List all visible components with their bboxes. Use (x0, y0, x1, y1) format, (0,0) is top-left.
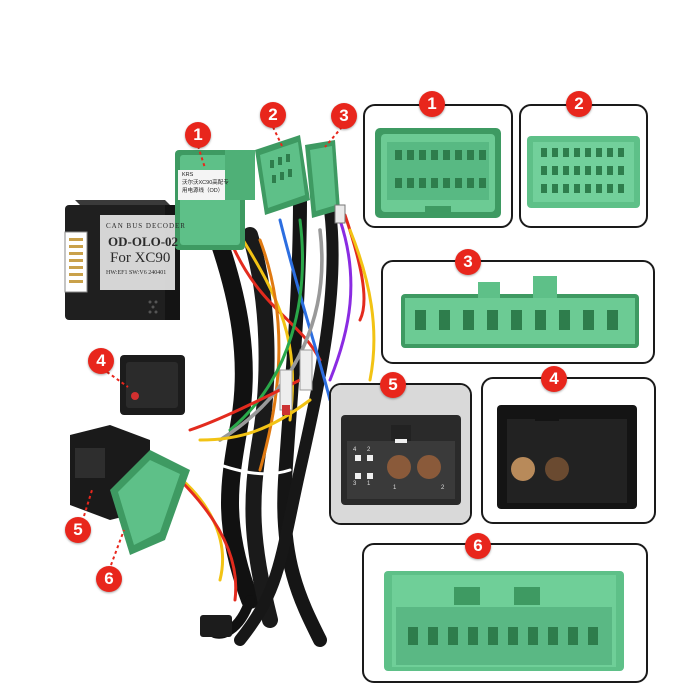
callout-badge-5: 5 (65, 517, 91, 543)
connector-2-closeup (527, 136, 640, 208)
callout-badge-4: 4 (88, 348, 114, 374)
connector-5-closeup (331, 385, 470, 523)
detail-panel-5: 4 2 3 1 1 2 (329, 383, 472, 525)
panel-badge-3: 3 (455, 249, 481, 275)
panel-badge-6: 6 (465, 533, 491, 559)
connector-1-closeup (375, 128, 501, 218)
detail-panel-1 (363, 104, 513, 228)
decoder-box (64, 200, 180, 320)
callout-badge-6: 6 (96, 566, 122, 592)
callout-badge-2: 2 (260, 102, 286, 128)
main-connector-1 (175, 150, 255, 250)
decoder-version: HW:EF1 SW:V6 240401 (106, 270, 167, 276)
decoder-car: For XC90 (110, 250, 171, 266)
callout-badge-1: 1 (185, 122, 211, 148)
wire-bundle (168, 193, 376, 647)
panel-badge-4: 4 (541, 366, 567, 392)
detail-panel-3 (381, 260, 655, 364)
rca-connectors (279, 349, 313, 415)
detail-panel-6 (362, 543, 648, 683)
pin-row-bottom (395, 178, 486, 188)
main-connector-4 (120, 355, 185, 415)
detail-panel-2 (519, 104, 648, 228)
panel-badge-1: 1 (419, 91, 445, 117)
main-connector-2 (255, 135, 310, 215)
connector-4-closeup (497, 405, 637, 509)
pin-label-c: 3 (353, 481, 357, 487)
pin-label-d: 1 (367, 481, 371, 487)
callout-badge-3: 3 (331, 103, 357, 129)
sticker-code: KRS (182, 172, 194, 178)
decoder-model: OD-OLO-02 (108, 234, 179, 249)
connector-3-closeup (401, 276, 639, 348)
sticker-line2: 用电源线（OD） (182, 188, 224, 194)
detail-panel-4 (481, 377, 656, 524)
pin-label-b: 2 (367, 447, 371, 453)
panel-badge-2: 2 (566, 91, 592, 117)
pin-label-a: 4 (353, 447, 357, 453)
pin-label-f: 2 (441, 485, 445, 491)
small-black-connector (200, 615, 232, 637)
panel-badge-5: 5 (380, 372, 406, 398)
pin-row-top (395, 150, 486, 160)
small-white-connector (334, 204, 346, 224)
connector-6-closeup (384, 571, 624, 671)
main-connector-3 (305, 140, 340, 218)
main-connector-6 (110, 450, 190, 555)
pin-label-e: 1 (393, 485, 397, 491)
sticker-line1: 沃尔沃XC90高配专 (182, 180, 229, 186)
callout-leaders (83, 126, 343, 566)
decoder-brand-line: CAN BUS DECODER (106, 222, 186, 230)
